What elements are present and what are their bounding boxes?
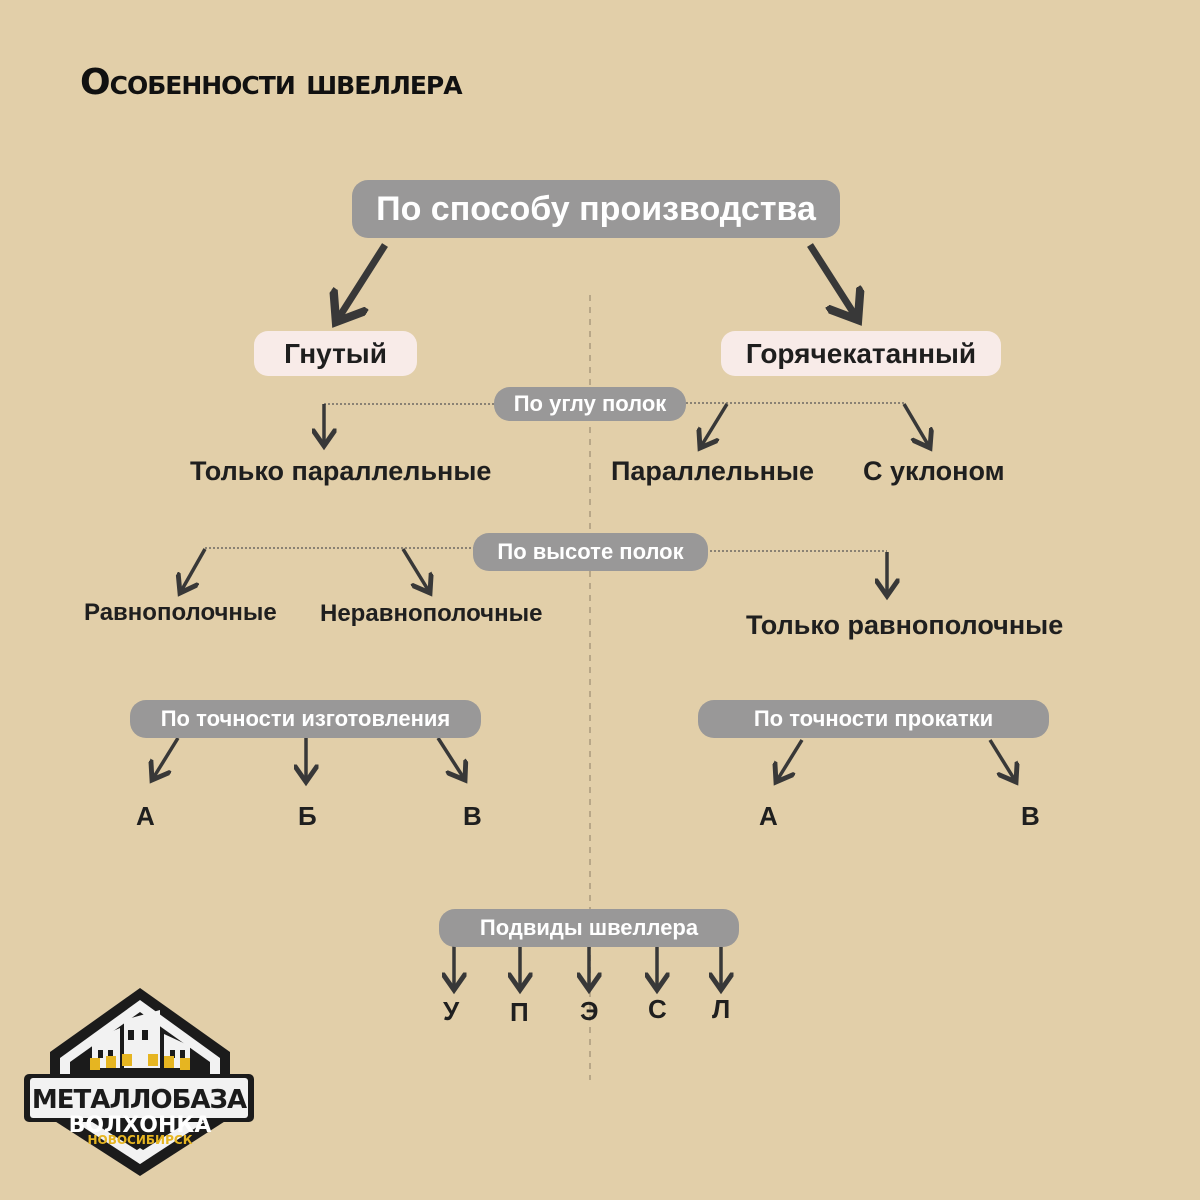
precision-left-v: В — [463, 801, 482, 831]
branch-hot-rolled: Горячекатанный — [721, 331, 1001, 376]
logo: МЕТАЛЛОБАЗА ВОЛХОНКА НОВОСИБИРСК — [24, 988, 254, 1176]
logo-line3: НОВОСИБИРСК — [87, 1133, 192, 1147]
equal-flange-label: Равнополочные — [84, 599, 277, 626]
arrow-prec-v-right — [988, 739, 1016, 782]
precision-left-a: А — [136, 801, 155, 831]
criterion-flange-angle: По углу полок — [494, 387, 686, 421]
precision-right-v: В — [1021, 801, 1040, 831]
arrow-root-left — [336, 243, 388, 322]
arrow-prec-v-left — [436, 737, 465, 780]
arrow-unequal-flange — [401, 548, 430, 593]
arrow-parallel — [700, 403, 729, 448]
criterion-manufacturing-precision: По точности изготовления — [130, 700, 481, 738]
subtype-l: Л — [712, 994, 731, 1024]
arrow-prec-a-left — [152, 737, 180, 780]
subtype-p: П — [510, 997, 529, 1027]
subtype-u: У — [443, 996, 460, 1026]
logo-line2: ВОЛХОНКА — [69, 1113, 212, 1138]
precision-right-a: А — [759, 801, 778, 831]
criterion-flange-height: По высоте полок — [473, 533, 708, 571]
arrow-root-right — [807, 243, 858, 320]
precision-left-b: Б — [298, 801, 317, 831]
page-title: Особенности швеллера — [80, 62, 463, 103]
unequal-flange-label: Неравнополочные — [320, 600, 543, 627]
arrow-equal-flange — [180, 548, 207, 593]
criterion-subtypes: Подвиды швеллера — [439, 909, 739, 947]
parallel-label: Параллельные — [611, 456, 815, 486]
branch-bent: Гнутый — [254, 331, 417, 376]
root-node: По способу производства — [352, 180, 840, 238]
only-parallel-label: Только параллельные — [190, 456, 492, 486]
criterion-rolling-precision: По точности прокатки — [698, 700, 1049, 738]
arrow-prec-a-right — [776, 739, 804, 782]
subtype-e: Э — [580, 996, 599, 1026]
subtype-s: С — [648, 994, 667, 1024]
only-equal-flange-label: Только равнополочные — [746, 610, 1064, 640]
logo-line1: МЕТАЛЛОБАЗА — [32, 1085, 247, 1115]
arrow-slope — [902, 403, 930, 448]
slope-label: С уклоном — [863, 456, 1005, 486]
